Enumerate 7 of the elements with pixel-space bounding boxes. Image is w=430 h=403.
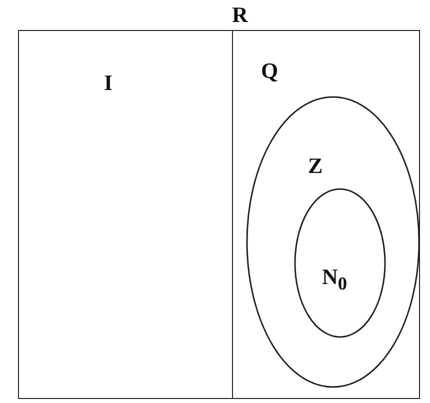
set-label: R <box>232 3 248 27</box>
set-label: Z <box>308 154 323 178</box>
set-label: Q <box>261 59 278 83</box>
set-label: N$_{0}$ <box>322 265 348 296</box>
set-ellipse <box>246 96 420 388</box>
set-ellipse <box>294 188 386 338</box>
set-label: I <box>104 71 113 95</box>
